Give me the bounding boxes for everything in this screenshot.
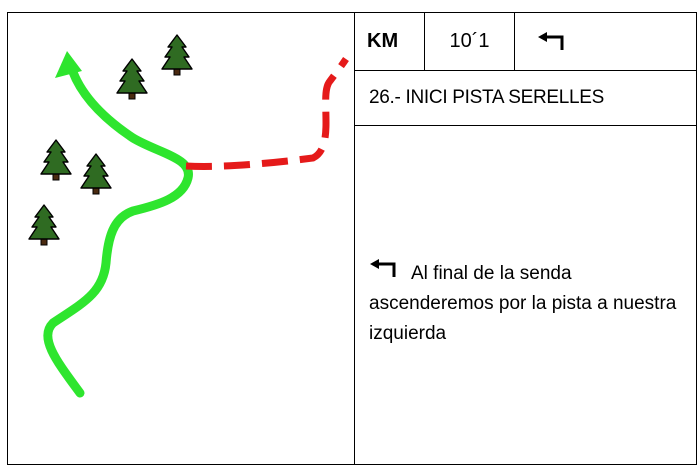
km-header: KM 10´1 xyxy=(355,13,696,70)
turn-left-icon xyxy=(538,31,564,50)
waypoint-description: Al final de la senda ascenderemos por la… xyxy=(369,259,689,349)
route-sketch-svg xyxy=(28,34,349,398)
tree-icon xyxy=(28,204,60,246)
turn-direction-cell xyxy=(515,13,696,70)
description-text: Al final de la senda ascenderemos por la… xyxy=(369,263,677,345)
tree-icon xyxy=(161,34,193,76)
row-divider xyxy=(355,70,696,71)
tree-icon xyxy=(40,139,72,181)
turn-left-icon xyxy=(369,259,401,289)
tree-icon xyxy=(116,58,148,100)
waypoint-title: 26.- INICI PISTA SERELLES xyxy=(369,87,605,108)
km-value: 10´1 xyxy=(425,13,515,70)
column-divider xyxy=(354,12,355,465)
tree-icon xyxy=(80,153,112,195)
trail-arrowhead xyxy=(55,51,82,78)
track-path xyxy=(185,57,349,170)
trail-path xyxy=(43,58,193,398)
row-divider xyxy=(355,125,696,126)
km-label: KM xyxy=(355,13,425,70)
outer-frame xyxy=(7,12,697,465)
route-sketch xyxy=(8,13,354,464)
